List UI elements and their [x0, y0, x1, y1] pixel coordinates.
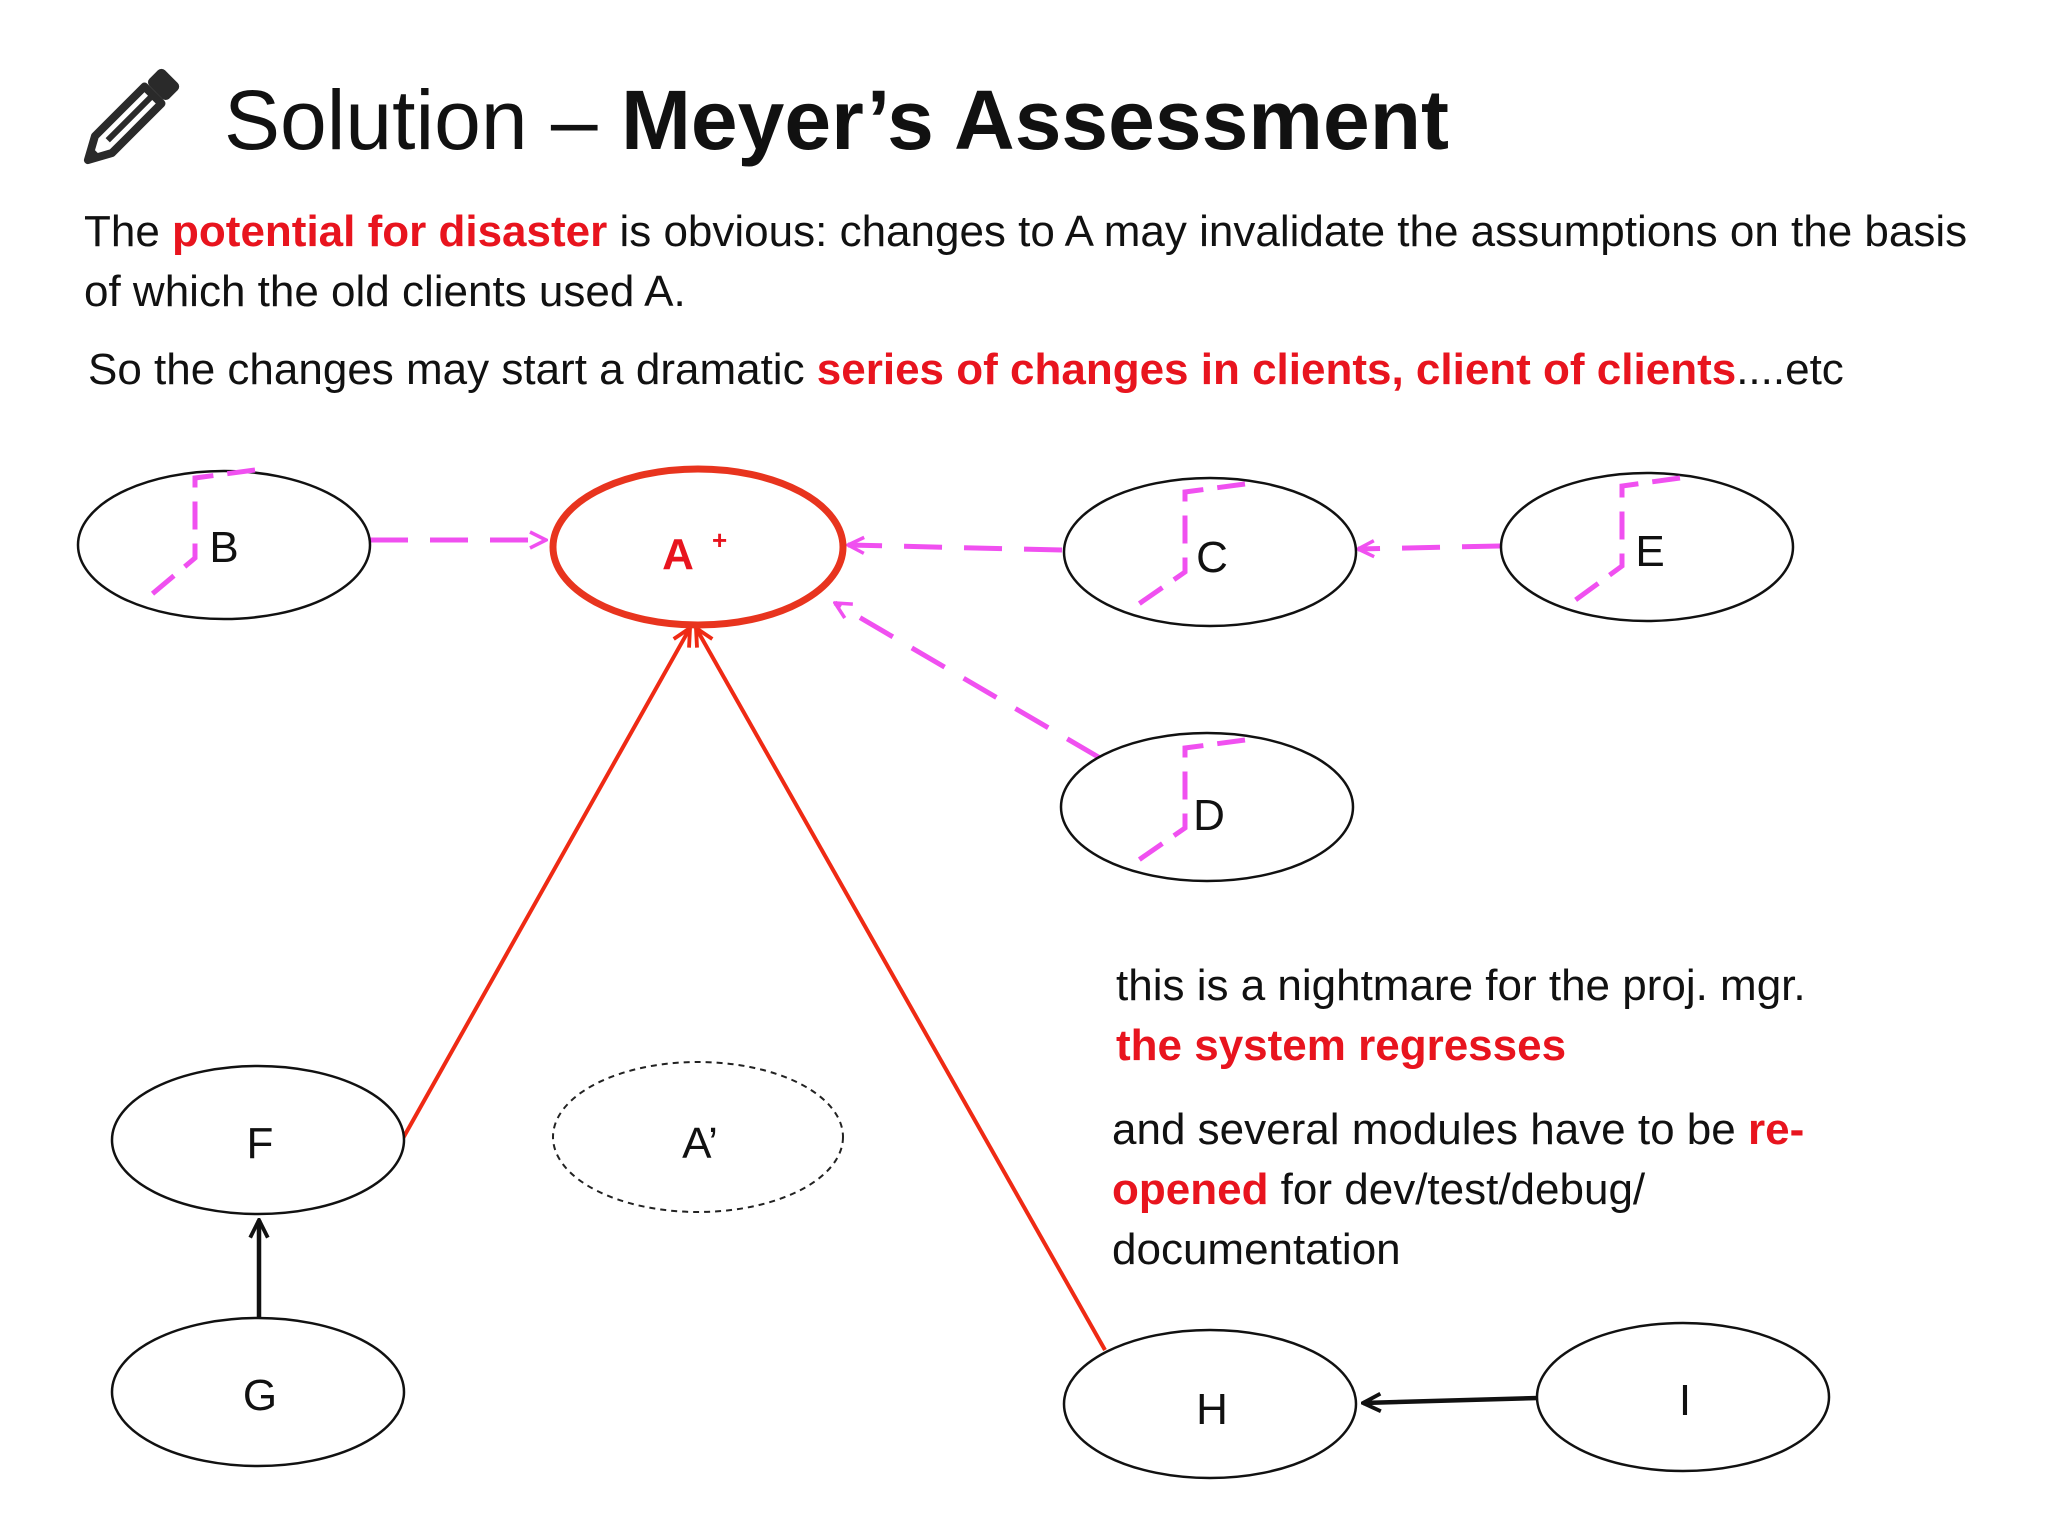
edge-d-to-a [835, 600, 1102, 761]
edge-f-to-a [400, 628, 690, 1141]
paragraph1-post: is obvious: changes to A may invalidate … [84, 207, 1968, 316]
node-h-label: H [1196, 1385, 1228, 1434]
edge-i-to-h [1363, 1398, 1539, 1403]
paragraph-potential-disaster: The potential for disaster is obvious: c… [84, 202, 2004, 322]
node-e-label: E [1635, 527, 1664, 576]
paragraph2-post: ....etc [1736, 345, 1844, 394]
title-bold: Meyer’s Assessment [620, 73, 1449, 167]
paragraph1-pre: The [84, 207, 173, 256]
node-h: H [1062, 1328, 1358, 1480]
node-f: F [110, 1064, 406, 1216]
note1-highlight: the system regresses [1116, 1021, 1567, 1070]
paragraph1-highlight: potential for disaster [172, 207, 608, 256]
page-title: Solution – Meyer’s Assessment [224, 70, 1449, 170]
title-regular: Solution – [224, 73, 621, 167]
note2-highlight: re-opened [1112, 1105, 1805, 1214]
node-e: E [1499, 471, 1795, 623]
node-d-label: D [1193, 791, 1225, 840]
node-b: B [76, 467, 372, 621]
edge-c-to-a [848, 545, 1063, 550]
paragraph-series-of-changes: So the changes may start a dramatic seri… [88, 340, 2008, 400]
paragraph2-highlight: series of changes in clients, client of … [816, 345, 1737, 394]
note-nightmare: this is a nightmare for the proj. mgr. th… [1116, 956, 1956, 1076]
node-a-prime: A’ [552, 1061, 844, 1213]
edge-h-to-a [696, 628, 1107, 1351]
note2-post: for dev/test/debug/ documentation [1112, 1165, 1646, 1274]
node-i-label: I [1679, 1376, 1691, 1425]
note2-pre: and several modules have to be [1112, 1105, 1748, 1154]
pencil-icon [83, 68, 180, 165]
node-c-label: C [1196, 533, 1228, 582]
node-a-label: A [662, 530, 694, 579]
edge-e-to-c [1358, 546, 1501, 549]
note-reopened-modules: and several modules have to be re-opened… [1112, 1100, 1902, 1280]
node-a-sup: + [712, 525, 727, 555]
node-a-plus: A + [549, 465, 847, 629]
node-b-label: B [209, 523, 238, 572]
node-g-label: G [243, 1371, 277, 1420]
node-c: C [1062, 476, 1358, 628]
node-d: D [1059, 731, 1355, 883]
node-f-label: F [247, 1119, 274, 1168]
node-i: I [1535, 1321, 1831, 1473]
node-g: G [110, 1316, 406, 1468]
note1-line1: this is a nightmare for the proj. mgr. [1116, 961, 1806, 1010]
paragraph2-pre: So the changes may start a dramatic [88, 345, 817, 394]
node-a-prime-label: A’ [682, 1119, 718, 1168]
